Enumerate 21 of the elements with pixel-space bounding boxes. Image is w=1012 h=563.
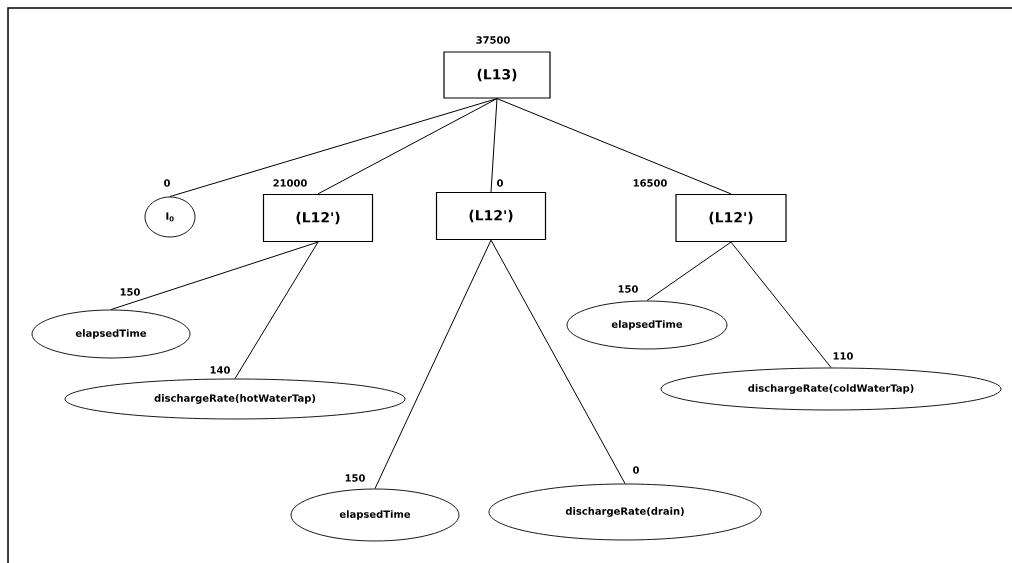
value-label: 0 [497, 179, 503, 187]
value-label: 150 [618, 285, 638, 293]
value-label: 16500 [633, 179, 667, 187]
value-label: 0 [633, 466, 639, 474]
branch-line [169, 98, 498, 198]
value-label: 21000 [273, 179, 307, 187]
branch-line [234, 241, 319, 380]
branch-line [317, 98, 498, 195]
branch-line [110, 241, 319, 311]
value-label: 150 [345, 474, 365, 482]
branch-line [490, 239, 626, 485]
branch-line [490, 98, 498, 193]
branch-line [646, 241, 732, 302]
branch-line [496, 98, 732, 195]
value-label: 150 [120, 288, 140, 296]
value-label: 110 [833, 352, 853, 360]
value-label: 140 [210, 366, 230, 374]
branch-line [374, 239, 492, 490]
branch-line [730, 241, 832, 369]
value-label: 0 [164, 179, 170, 187]
value-label: 37500 [476, 36, 510, 44]
